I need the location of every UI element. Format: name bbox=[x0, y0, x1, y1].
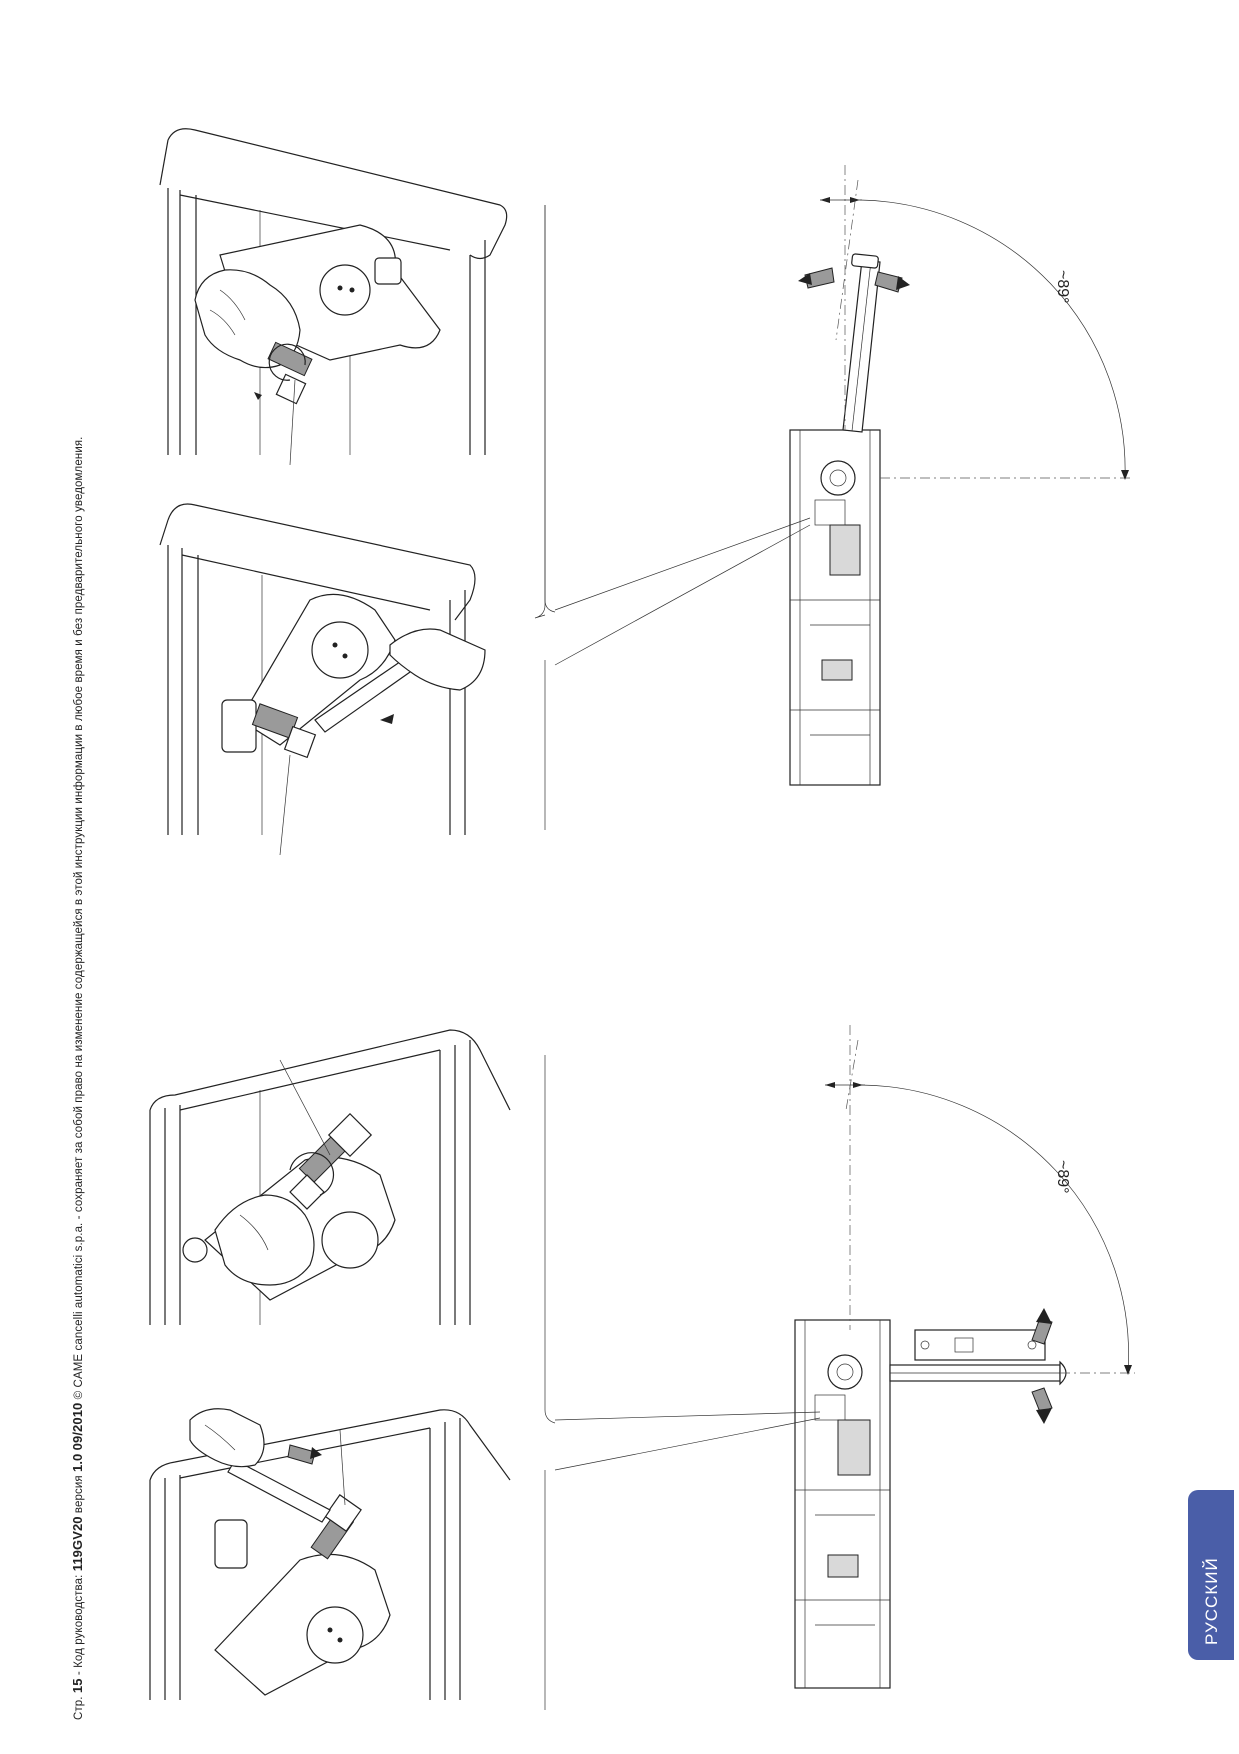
angle-label-bottom: ~89° bbox=[1054, 1160, 1071, 1194]
adjust-bolt-bottom-left bbox=[149, 1408, 511, 1700]
barrier-top-view-upper: ~89° bbox=[554, 165, 1130, 786]
adjust-bolt-bottom-right bbox=[149, 1029, 511, 1325]
angle-label-top: ~89° bbox=[1054, 270, 1071, 304]
adjust-bolt-top-right bbox=[159, 503, 486, 856]
adjust-bolt-top-left bbox=[159, 128, 508, 466]
language-tab[interactable]: РУССКИЙ bbox=[1188, 1490, 1234, 1660]
barrier-top-view-lower: ~89° bbox=[554, 1025, 1135, 1689]
